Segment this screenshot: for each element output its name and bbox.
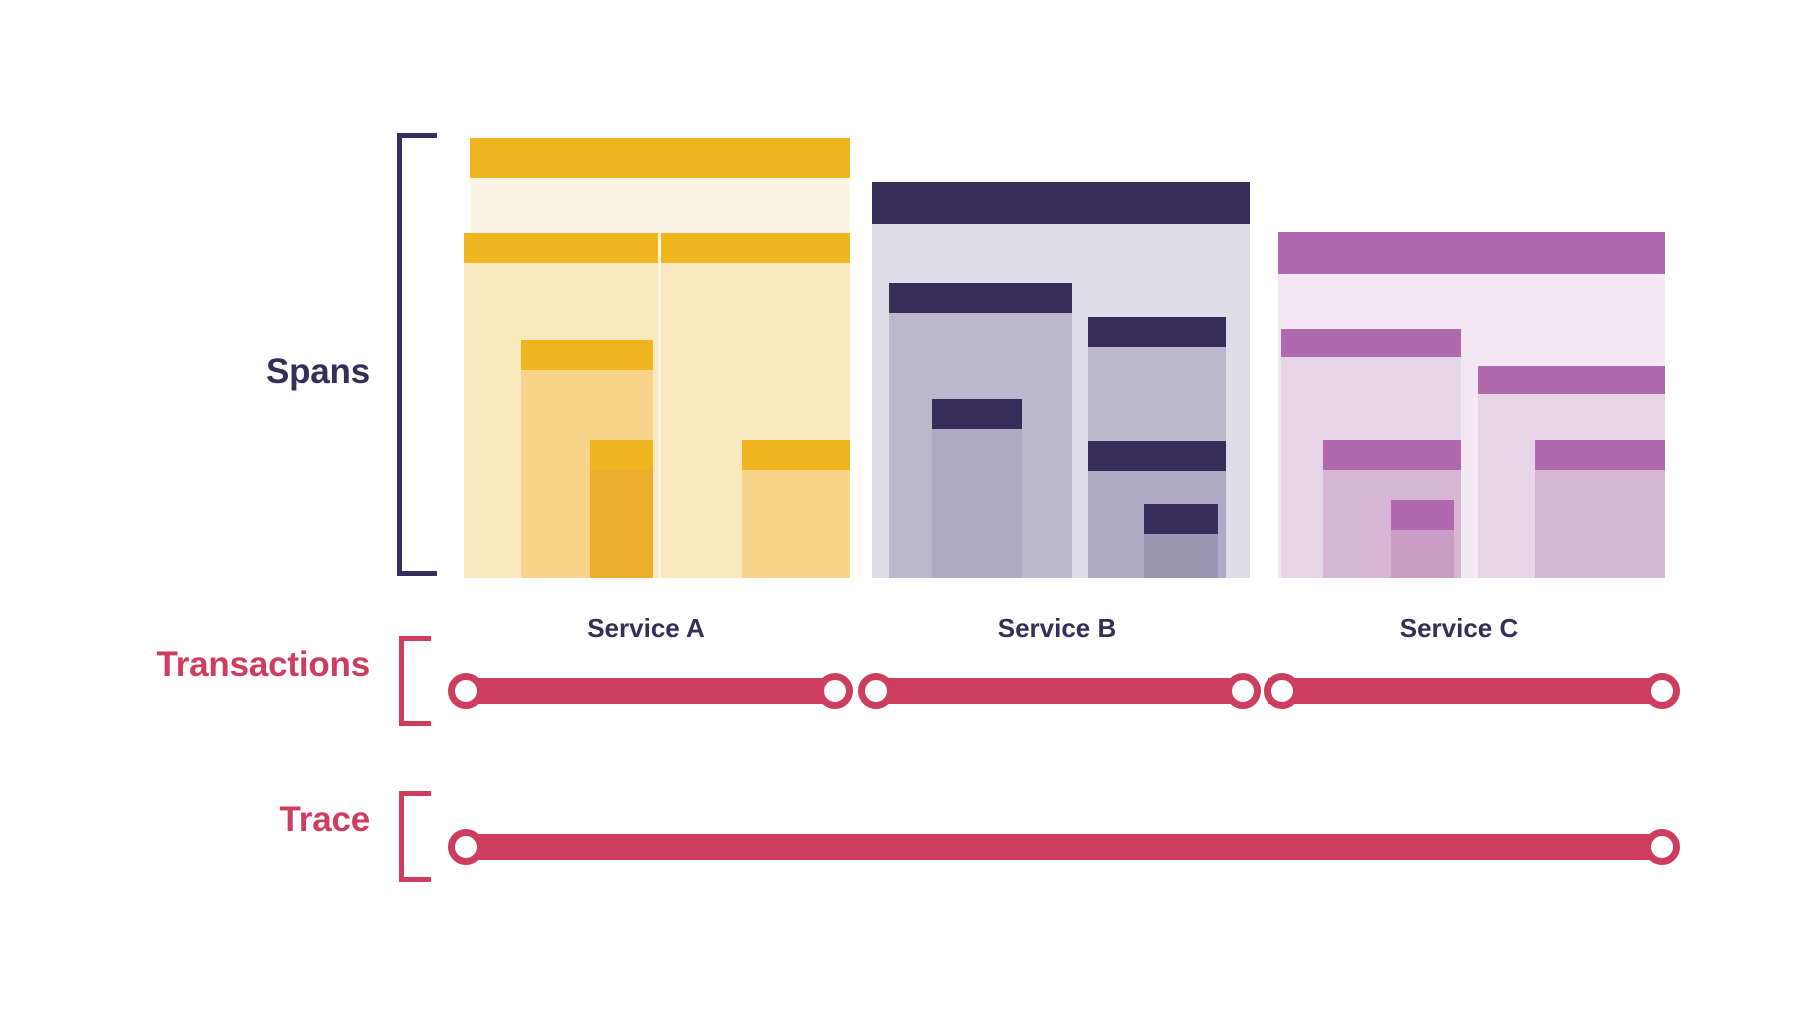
bracket-trace-bottom-arm (399, 877, 431, 882)
timeline-segment-transaction-service-b[interactable] (869, 678, 1243, 704)
span-head (470, 138, 850, 178)
row-label-spans: Spans (265, 352, 370, 391)
node-b-end[interactable] (1225, 673, 1261, 709)
span-head (1391, 500, 1454, 530)
span-bar-grandchild-span-1[interactable] (932, 399, 1022, 578)
bracket-trace (399, 791, 431, 882)
span-head (742, 440, 850, 470)
span-head (661, 233, 850, 263)
span-head (1088, 441, 1226, 471)
span-bar-grandchild-span-2[interactable] (1535, 440, 1665, 578)
span-head (590, 440, 653, 470)
span-bar-grandchild-span-2[interactable] (742, 440, 850, 578)
bracket-spans-top-arm (397, 133, 437, 138)
span-head (1478, 366, 1665, 394)
timeline-segment-transaction-service-a[interactable] (457, 678, 844, 704)
node-trace-end[interactable] (1644, 829, 1680, 865)
bracket-trace-vertical (399, 791, 404, 882)
span-body (932, 429, 1022, 578)
node-a-start[interactable] (448, 673, 484, 709)
bracket-transactions-top-arm (399, 636, 431, 641)
timeline-segment-transaction-service-c[interactable] (1268, 678, 1669, 704)
span-group-service-b (872, 182, 1250, 578)
bracket-transactions-vertical (399, 636, 404, 726)
span-head (872, 182, 1250, 224)
span-head (521, 340, 653, 370)
bracket-trace-top-arm (399, 791, 431, 796)
span-body (1144, 534, 1218, 578)
node-c-end[interactable] (1644, 673, 1680, 709)
span-head (889, 283, 1072, 313)
service-caption-c: Service C (1399, 613, 1519, 643)
span-head (1535, 440, 1665, 470)
spans-area (464, 138, 1665, 578)
node-trace-start[interactable] (448, 829, 484, 865)
row-label-trace: Trace (279, 800, 371, 839)
span-head (1144, 504, 1218, 534)
timeline-segment-trace-span-full[interactable] (457, 834, 1669, 860)
span-head (1278, 232, 1665, 274)
span-group-service-c (1278, 232, 1665, 578)
span-body (742, 470, 850, 578)
node-c-start[interactable] (1264, 673, 1300, 709)
span-head (932, 399, 1022, 429)
bracket-transactions (399, 636, 431, 726)
span-group-service-a (464, 138, 850, 578)
span-head (1088, 317, 1226, 347)
span-head (1281, 329, 1461, 357)
span-bar-leaf-span-1[interactable] (1391, 500, 1454, 578)
bracket-spans-vertical (397, 133, 402, 576)
bracket-spans (397, 133, 437, 576)
span-head (1323, 440, 1461, 470)
bracket-spans-bottom-arm (397, 571, 437, 576)
service-caption-b: Service B (997, 613, 1117, 643)
node-b-start[interactable] (858, 673, 894, 709)
bracket-transactions-bottom-arm (399, 721, 431, 726)
span-bar-leaf-span-1[interactable] (1144, 504, 1218, 578)
span-bar-leaf-span-1[interactable] (590, 440, 653, 578)
span-body (1535, 470, 1665, 578)
span-body (1391, 530, 1454, 578)
span-body (590, 470, 653, 578)
service-caption-a: Service A (587, 613, 705, 643)
span-head (464, 233, 658, 263)
row-label-transactions: Transactions (156, 645, 370, 684)
node-a-end[interactable] (817, 673, 853, 709)
